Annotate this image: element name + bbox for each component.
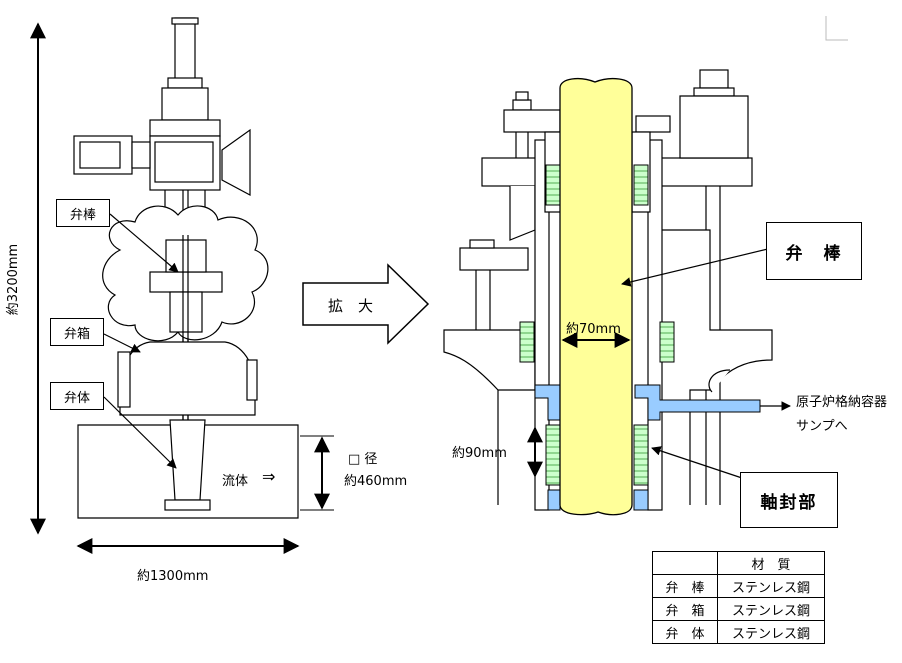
sump-label-1: 原子炉格納容器 bbox=[796, 395, 888, 410]
material-table: 材 質 弁 棒 ステンレス鋼 弁 箱 ステンレス鋼 弁 体 ステンレス鋼 bbox=[652, 551, 825, 644]
table-cell: 弁 箱 bbox=[652, 597, 718, 621]
table-header-cell bbox=[652, 551, 718, 575]
sump-label-2: サンプへ bbox=[796, 419, 848, 434]
table-cell: ステンレス鋼 bbox=[717, 574, 825, 598]
callout-seal-right: 軸封部 bbox=[740, 472, 838, 528]
width-dimension-label: 約1300mm bbox=[137, 569, 209, 584]
table-row: 弁 棒 ステンレス鋼 bbox=[652, 574, 825, 598]
bore-symbol-label: □ 径 bbox=[348, 452, 378, 467]
table-row: 弁 体 ステンレス鋼 bbox=[652, 620, 825, 644]
enlarge-arrow bbox=[302, 263, 430, 345]
callout-stem-right: 弁 棒 bbox=[766, 222, 862, 280]
stem-diameter-label: 約70mm bbox=[566, 322, 621, 337]
callout-stem-left: 弁棒 bbox=[56, 199, 110, 227]
enlarge-label: 拡 大 bbox=[328, 297, 374, 315]
valve-stem bbox=[559, 77, 633, 516]
table-header-row: 材 質 bbox=[652, 551, 825, 575]
callout-bonnet-left: 弁箱 bbox=[50, 318, 104, 346]
table-cell: ステンレス鋼 bbox=[717, 597, 825, 621]
table-cell: ステンレス鋼 bbox=[717, 620, 825, 644]
packing-length-label: 約90mm bbox=[452, 446, 507, 461]
table-cell: 弁 棒 bbox=[652, 574, 718, 598]
flow-arrow-glyph: ⇒ bbox=[262, 467, 276, 486]
actuator-top bbox=[161, 87, 209, 121]
table-cell: 弁 体 bbox=[652, 620, 718, 644]
bore-dimension-label: 約460mm bbox=[344, 474, 408, 489]
valve-overview bbox=[30, 17, 334, 554]
seal-detail bbox=[443, 69, 773, 511]
table-header-cell: 材 質 bbox=[717, 551, 825, 575]
flow-label: 流体 bbox=[222, 474, 249, 489]
left-callout-lines bbox=[103, 213, 179, 469]
height-dimension-label: 約3200mm bbox=[6, 243, 22, 316]
packing-rings bbox=[519, 164, 675, 486]
leakoff-ring bbox=[534, 384, 761, 511]
table-row: 弁 箱 ステンレス鋼 bbox=[652, 597, 825, 621]
callout-body-left: 弁体 bbox=[50, 382, 104, 410]
valve-bonnet bbox=[119, 341, 257, 416]
